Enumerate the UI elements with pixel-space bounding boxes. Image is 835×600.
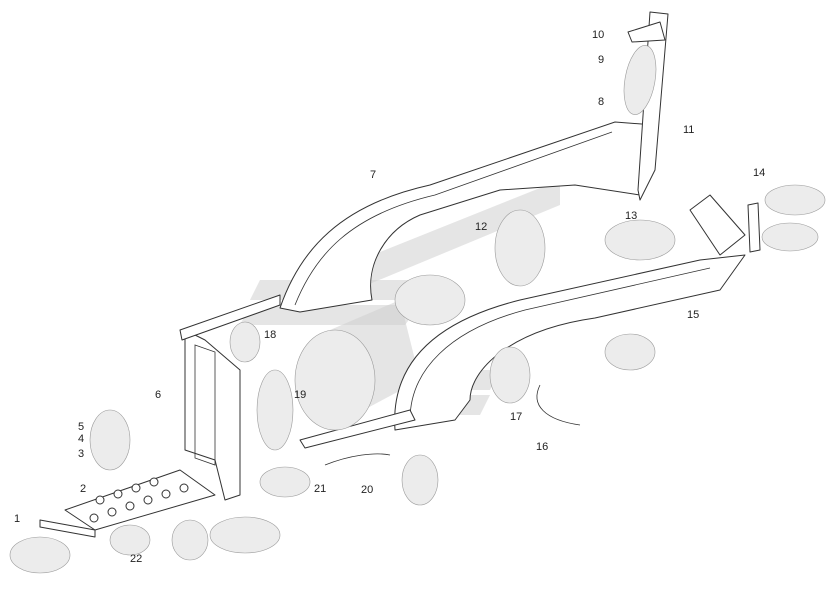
callout-5: 5	[78, 421, 84, 433]
callout-2: 2	[80, 483, 86, 495]
callout-16: 16	[536, 441, 548, 453]
callout-labels: 1 2 3 4 5 6 7 8 9 10 11 12 13 14 15 16 1…	[14, 29, 765, 565]
callout-15: 15	[687, 309, 699, 321]
callout-7: 7	[370, 169, 376, 181]
callout-1: 1	[14, 513, 20, 525]
part-20-handle	[324, 453, 391, 466]
callout-9: 9	[598, 54, 604, 66]
part-11-bracket-rod	[627, 11, 669, 201]
part-lower-strip	[299, 409, 416, 449]
callout-3: 3	[78, 448, 84, 460]
callout-10: 10	[592, 29, 604, 41]
callout-21: 21	[314, 483, 326, 495]
part-15-fender-panel	[394, 194, 746, 431]
callout-12: 12	[475, 221, 487, 233]
callout-13: 13	[625, 210, 637, 222]
fastener-groups	[9, 45, 826, 574]
callout-6: 6	[155, 389, 161, 401]
part-upper-strip	[179, 294, 281, 341]
callout-14: 14	[753, 167, 765, 179]
part-1-bracket	[39, 519, 96, 538]
callout-8: 8	[598, 96, 604, 108]
part-2-step-plate	[64, 469, 216, 531]
callout-20: 20	[361, 484, 373, 496]
callout-18: 18	[264, 329, 276, 341]
part-14-bracket	[747, 202, 761, 253]
callout-22: 22	[130, 553, 142, 565]
callout-4: 4	[78, 433, 84, 445]
callout-19: 19	[294, 389, 306, 401]
callout-17: 17	[510, 411, 522, 423]
part-6-support-plate	[184, 329, 241, 501]
part-16-tube	[536, 384, 581, 426]
callout-11: 11	[683, 124, 694, 136]
